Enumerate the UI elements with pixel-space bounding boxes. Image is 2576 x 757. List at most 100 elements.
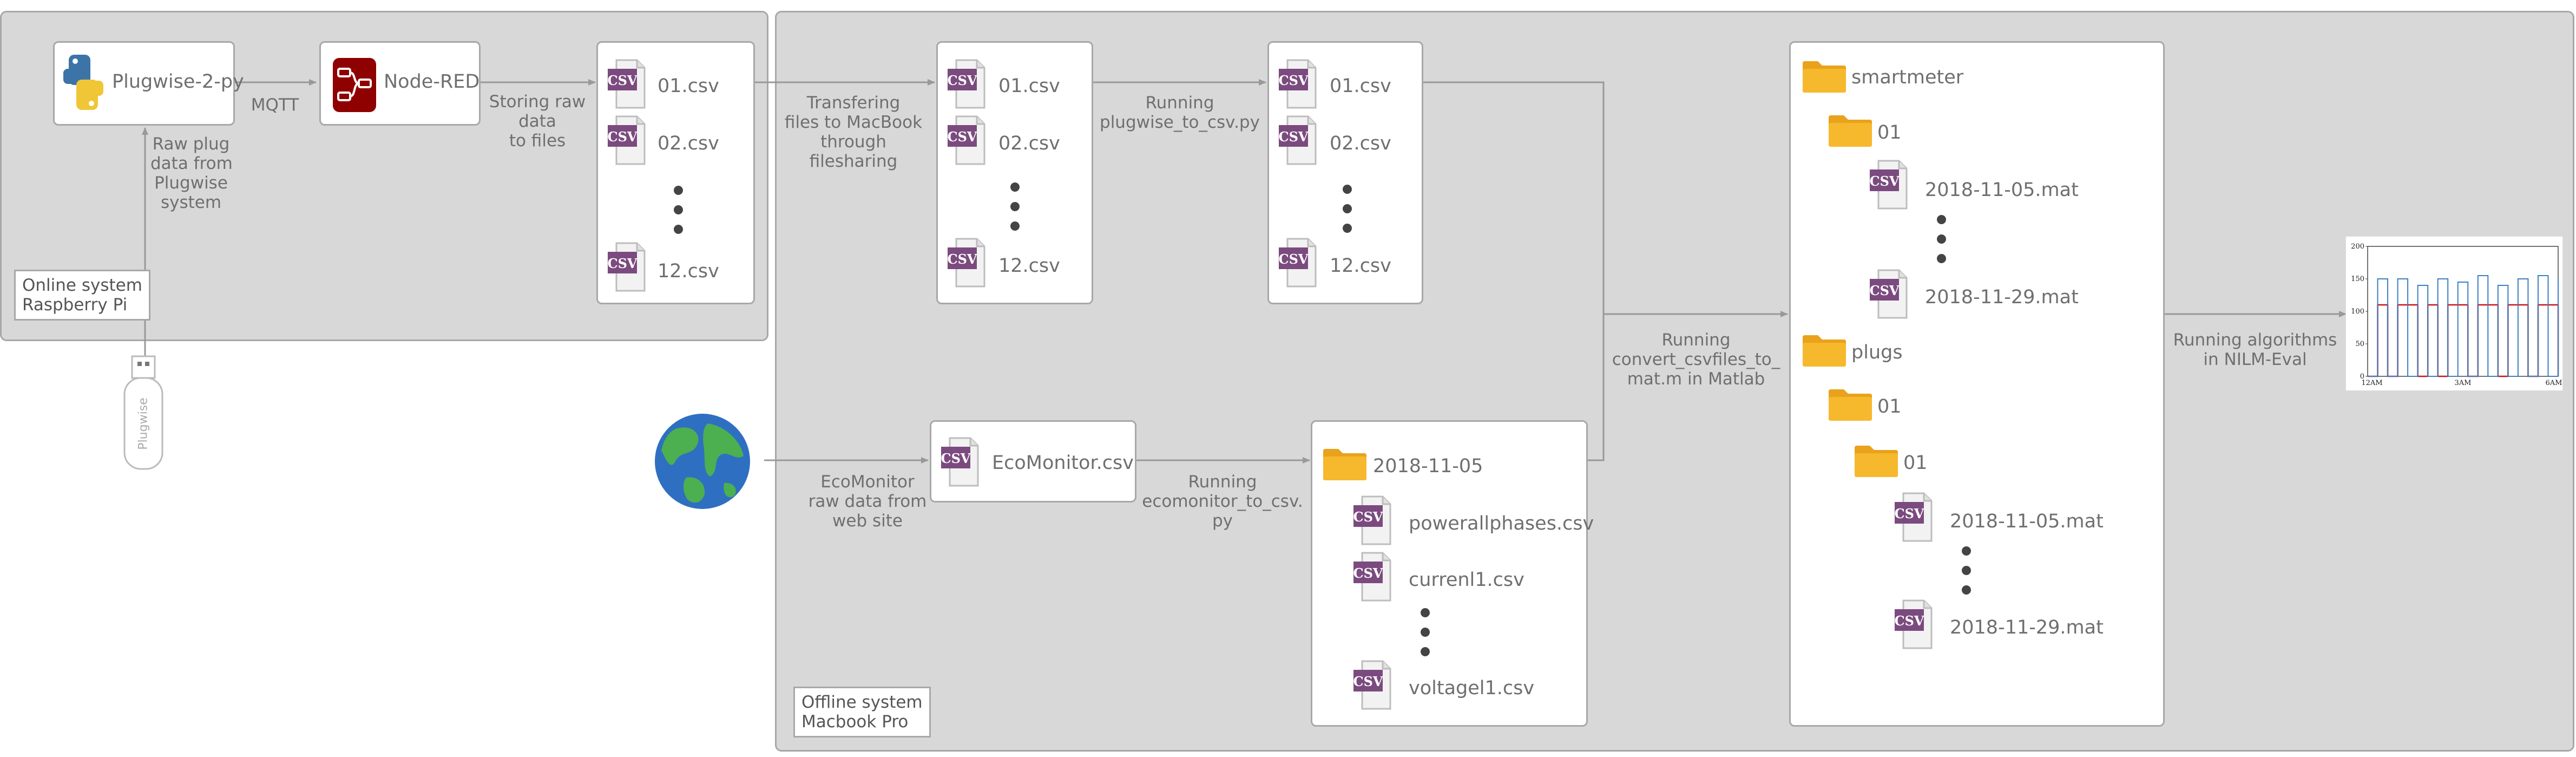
csv-file-icon: CSV (1894, 598, 1933, 650)
y-tick-label: 150 (2351, 275, 2364, 283)
node-red-box: Node-RED (319, 41, 481, 126)
svg-text:CSV: CSV (947, 129, 977, 145)
file-label: 01.csv (998, 75, 1060, 97)
ellipsis-dots (674, 186, 685, 244)
file-label: currenl1.csv (1409, 569, 1524, 591)
plugs-folder-label: plugs (1851, 342, 1903, 363)
eco-folder-label: 2018-11-05 (1373, 455, 1483, 477)
online-system-label: Online system Raspberry Pi (14, 270, 150, 321)
raw-files-box: CSV 01.csv CSV 02.csv CSV 12.csv (596, 41, 755, 304)
svg-text:CSV: CSV (607, 73, 637, 88)
mat-file-label: 2018-11-29.mat (1950, 617, 2104, 638)
x-tick-label: 12AM (2361, 379, 2382, 387)
series-line (2368, 275, 2559, 377)
plugwise-box: Plugwise-2-py (53, 41, 244, 126)
mat-file-label: 2018-11-05.mat (1925, 179, 2079, 201)
running-plugwise-label: Running plugwise_to_csv.py (1100, 93, 1260, 132)
svg-text:CSV: CSV (1278, 251, 1308, 267)
svg-text:CSV: CSV (1353, 674, 1383, 689)
folder-icon (1802, 333, 1847, 368)
smartmeter-folder-label: smartmeter (1851, 67, 1964, 88)
folder-icon (1322, 447, 1368, 481)
csv-file-icon: CSV (607, 114, 646, 166)
ellipsis-dots (1010, 182, 1021, 241)
mqtt-label: MQTT (251, 95, 299, 115)
y-tick-label: 200 (2351, 243, 2364, 251)
csv-file-icon: CSV (940, 436, 979, 488)
x-tick-label: 3AM (2455, 379, 2472, 387)
file-label: 02.csv (1330, 133, 1391, 154)
y-tick-label: 50 (2355, 340, 2364, 348)
file-label: 01.csv (658, 75, 719, 97)
mat-file-label: 2018-11-29.mat (1925, 286, 2079, 308)
transferred-files-box: CSV 01.csv CSV 02.csv CSV 12.csv (936, 41, 1093, 304)
ecomonitor-raw-label: EcoMonitor raw data from web site (808, 472, 927, 531)
csv-file-icon: CSV (1352, 551, 1391, 603)
csv-file-icon: CSV (947, 58, 985, 110)
file-label: 02.csv (658, 133, 719, 154)
plot-frame (2367, 246, 2559, 377)
raw-plug-label: Raw plug data from Plugwise system (150, 134, 233, 212)
csv-file-icon: CSV (1278, 237, 1317, 289)
file-label: 12.csv (1330, 255, 1391, 277)
ellipsis-dots (1962, 546, 1973, 605)
csv-file-icon: CSV (607, 58, 646, 110)
svg-text:CSV: CSV (1894, 613, 1924, 629)
transfer-label: Transfering files to MacBook through fil… (784, 93, 923, 171)
storing-label: Storing raw data to files (489, 92, 586, 151)
node-red-logo-icon (333, 58, 376, 112)
csv-file-icon: CSV (1352, 494, 1391, 546)
offline-system-label: Offline system Macbook Pro (793, 687, 931, 738)
folder-icon (1854, 443, 1899, 478)
convert-label: Running convert_csvfiles_to_ mat.m in Ma… (1612, 330, 1780, 389)
eco-files-box: 2018-11-05 CSV powerallphases.csv CSV cu… (1311, 420, 1594, 727)
svg-text:CSV: CSV (1869, 283, 1899, 298)
file-label: 12.csv (658, 260, 719, 282)
mat-file-label: 2018-11-05.mat (1950, 511, 2104, 532)
svg-text:CSV: CSV (1894, 506, 1924, 521)
svg-text:CSV: CSV (607, 256, 637, 271)
csv-file-icon: CSV (1278, 58, 1317, 110)
y-tick-label: 100 (2351, 308, 2364, 316)
usb-stick-icon (123, 355, 163, 470)
file-label: 01.csv (1330, 75, 1391, 97)
file-label: 02.csv (998, 133, 1060, 154)
folder-icon (1828, 113, 1873, 148)
file-label: powerallphases.csv (1409, 513, 1594, 534)
x-tick-label: 6AM (2546, 379, 2562, 387)
plugs-subsub-label: 01 (1903, 452, 1928, 474)
svg-text:CSV: CSV (1278, 129, 1308, 145)
csv-file-icon: CSV (607, 241, 646, 293)
ellipsis-dots (1343, 185, 1353, 243)
file-label: voltagel1.csv (1409, 677, 1535, 699)
mat-tree-box: smartmeter 01 CSV 2018-11-05.mat CSV 201… (1789, 41, 2165, 727)
usb-stick-label: Plugwise (136, 397, 150, 450)
folder-icon (1828, 387, 1873, 422)
globe-icon (655, 414, 750, 509)
csv-file-icon: CSV (1352, 659, 1391, 711)
ecomonitor-file-label: EcoMonitor.csv (992, 452, 1134, 474)
python-logo-icon (63, 55, 103, 110)
csv-file-icon: CSV (947, 237, 985, 289)
svg-text:CSV: CSV (941, 451, 970, 466)
plugwise-box-label: Plugwise-2-py (112, 71, 244, 93)
ellipsis-dots (1421, 608, 1431, 667)
file-label: 12.csv (998, 255, 1060, 277)
folder-icon (1802, 59, 1847, 94)
ecomonitor-box: CSV EcoMonitor.csv (930, 420, 1136, 503)
converted-files-box: CSV 01.csv CSV 02.csv CSV 12.csv (1267, 41, 1423, 304)
csv-file-icon: CSV (1278, 114, 1317, 166)
nilm-label: Running algorithms in NILM-Eval (2173, 330, 2337, 369)
svg-text:CSV: CSV (947, 251, 977, 267)
smartmeter-sub-label: 01 (1877, 122, 1902, 143)
running-ecomonitor-label: Running ecomonitor_to_csv. py (1142, 472, 1303, 531)
csv-file-icon: CSV (1894, 491, 1933, 543)
csv-file-icon: CSV (947, 114, 985, 166)
svg-text:CSV: CSV (1353, 509, 1383, 525)
node-red-box-label: Node-RED (384, 71, 480, 93)
ellipsis-dots (1937, 215, 1948, 273)
plugs-sub-label: 01 (1877, 396, 1902, 417)
svg-text:CSV: CSV (947, 73, 977, 88)
